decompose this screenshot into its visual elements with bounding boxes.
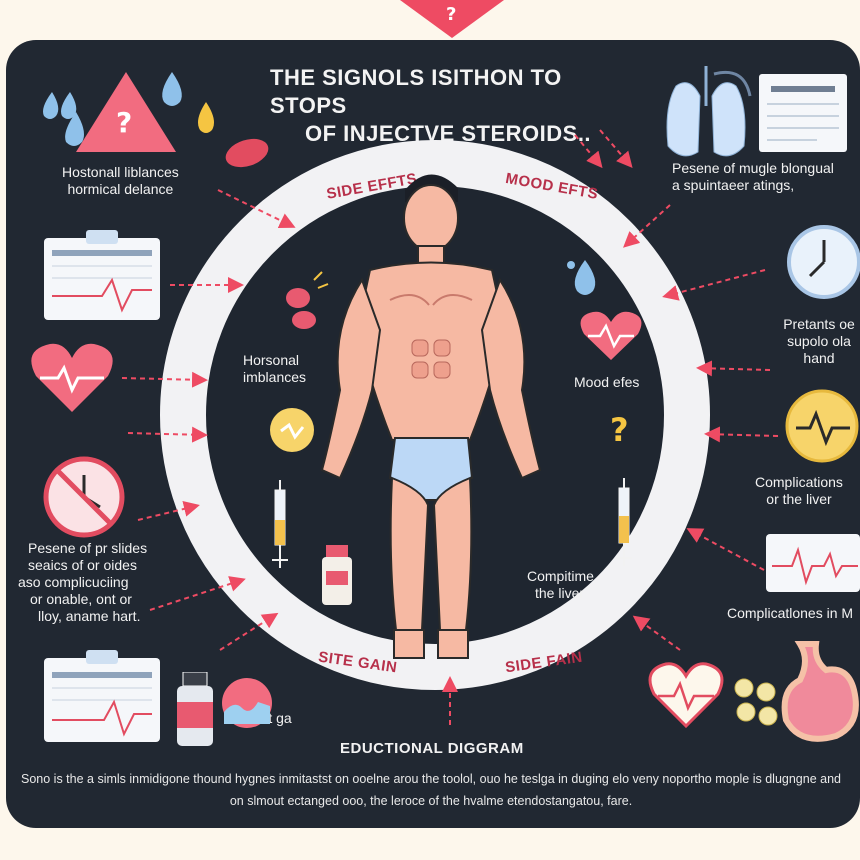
inner-label-mood: Mood efes [574, 374, 640, 390]
syringe-right-icon [614, 478, 634, 568]
svg-text:?: ? [610, 411, 629, 449]
ecg-monitor-icon [764, 532, 860, 594]
diagram-description: Sono is the a simls inmidigone thound hy… [21, 772, 841, 808]
medicine-bottle-icon [175, 672, 215, 748]
diagram-caption: EDUCTIONAL DIGGRAM [340, 740, 524, 757]
top-warning-triangle: ? [400, 0, 504, 38]
pulse-badge-icon [784, 388, 860, 464]
page-title: THE SIGNOLS ISITHON TO STOPS OF INJECTVE… [250, 64, 630, 148]
right-label-pretants: Pretants oe supolo ola hand [783, 316, 855, 366]
pill-bottle-icon [320, 545, 354, 607]
question-icon: ? [446, 4, 457, 25]
inner-label-liver: Compitime the liver [527, 568, 594, 601]
yellow-badge-icon [267, 405, 317, 455]
question-mark-icon: ? [592, 405, 652, 455]
clipboard-chart-icon [42, 230, 162, 322]
clipboard-report-icon [42, 650, 162, 745]
report-card-icon [757, 72, 849, 154]
hormone-pills-icon [282, 270, 332, 330]
heart-rate-icon [648, 660, 724, 730]
syringe-left-icon [270, 480, 290, 570]
lungs-stethoscope-icon [664, 66, 754, 176]
right-label-complications: Complicatlones in M [727, 605, 854, 621]
title-line-1: THE SIGNOLS ISITHON TO STOPS [270, 65, 562, 118]
right-label-liver: Complications or the liver [755, 474, 843, 507]
pill-icon [222, 135, 272, 171]
svg-text:?: ? [116, 106, 132, 139]
left-label-hormonal: Hostonall liblances hormical delance [62, 164, 179, 197]
water-drop-icon [565, 255, 605, 300]
stomach-liver-icon [770, 640, 860, 750]
left-label-presence: Pesene of pr slides seaics of or oides a… [18, 540, 148, 624]
warning-drops-icon: ? [36, 62, 226, 162]
heart-pulse-icon [30, 340, 114, 416]
tablets-icon [732, 676, 780, 728]
heart-monitor-icon [578, 308, 644, 364]
muscular-man-figure [300, 160, 560, 670]
right-label-muscle: Pesene of mugle blongual a spuintaeer at… [672, 160, 834, 193]
no-clock-icon [42, 455, 126, 539]
scale-gauge-icon [220, 676, 274, 730]
clock-icon [786, 224, 860, 300]
inner-label-hormonal: Horsonal imblances [243, 352, 307, 385]
